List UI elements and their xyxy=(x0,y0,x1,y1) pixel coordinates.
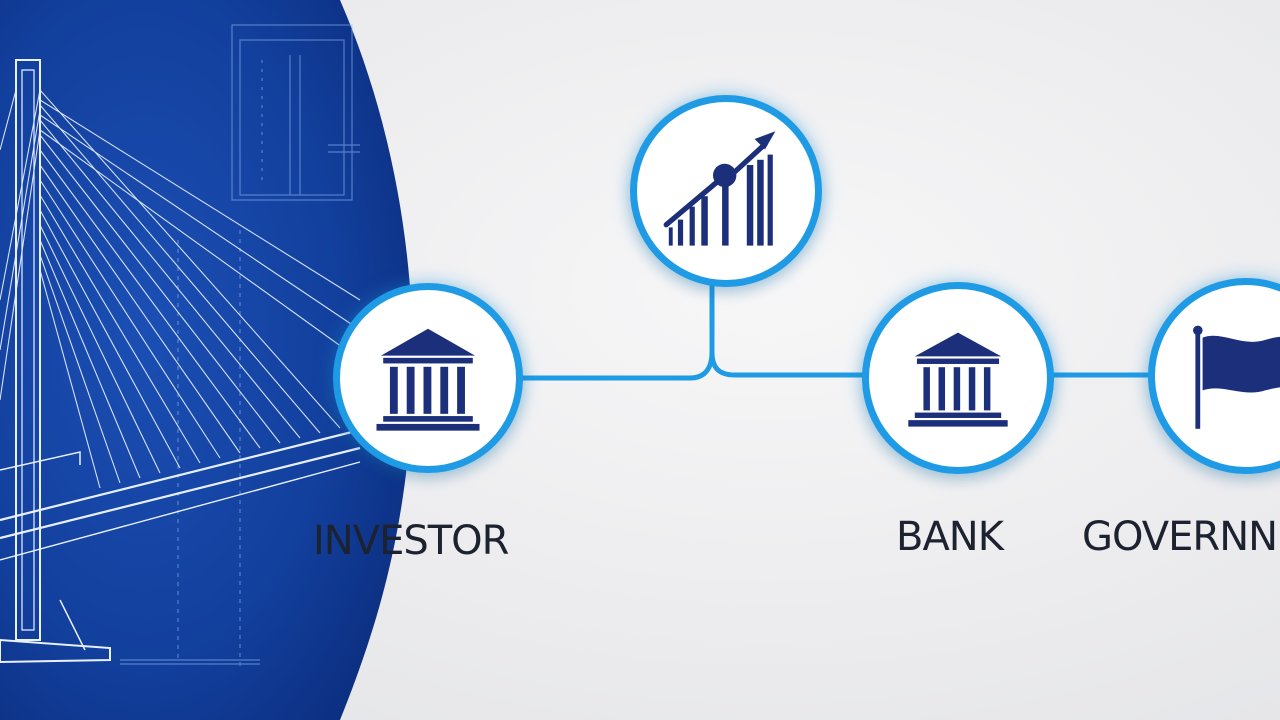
label-bank: BANK xyxy=(896,514,1004,560)
connector-growth-bank xyxy=(709,349,873,378)
node-investor xyxy=(333,283,523,473)
node-bank xyxy=(862,282,1054,474)
connector-investor-bank xyxy=(517,279,715,381)
growth-chart-icon xyxy=(663,131,776,246)
label-government: GOVERNN xyxy=(1082,514,1278,560)
bank-building-icon xyxy=(376,328,480,431)
label-investor: INVESTOR xyxy=(313,518,509,564)
bridge-blueprint-illustration xyxy=(0,0,413,720)
flag-icon xyxy=(1193,325,1280,429)
bank-building-icon xyxy=(908,332,1008,427)
node-growth xyxy=(630,95,822,287)
